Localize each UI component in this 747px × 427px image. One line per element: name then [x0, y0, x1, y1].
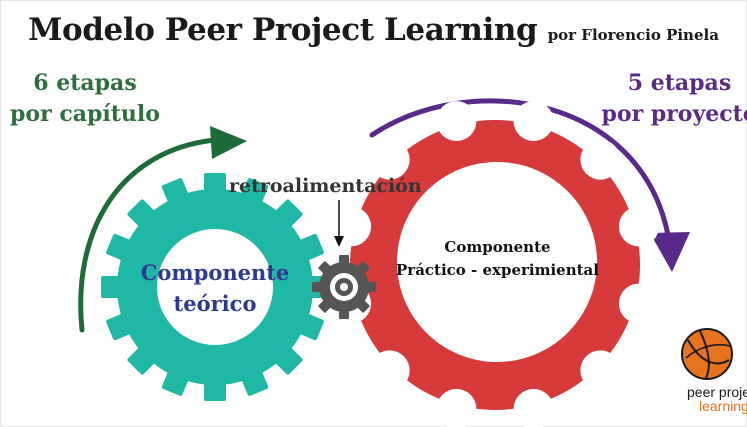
- gear-notch: [618, 283, 659, 324]
- teal-gear: [101, 173, 329, 401]
- red-gear: [331, 101, 659, 427]
- left-cycle-arrowhead: [210, 126, 247, 159]
- diagram-title: Modelo Peer Project Learning por Florenc…: [0, 12, 747, 48]
- title-byline: por Florencio Pinela: [547, 26, 719, 44]
- theoretical-line1: Componente: [140, 260, 290, 285]
- theoretical-component-label: Componente teórico: [130, 257, 300, 319]
- practical-component-label: Componente Práctico - experimiental: [380, 236, 615, 282]
- practical-line1: Componente: [444, 238, 551, 256]
- feedback-label: retroalimentación: [229, 175, 422, 197]
- gear-notch: [369, 350, 410, 391]
- logo-line2: learning: [699, 398, 747, 414]
- gear-notch: [580, 350, 621, 391]
- feedback-pointer-head: [334, 236, 344, 247]
- gear-notch: [436, 101, 477, 142]
- chapter-stages-line1: 6 etapas: [33, 70, 137, 96]
- peer-project-logo-mark: [681, 328, 733, 380]
- gear-notch: [513, 388, 554, 427]
- chapter-stages-label: 6 etapas por capítulo: [0, 68, 170, 130]
- theoretical-line2: teórico: [173, 291, 257, 316]
- gear-notch: [436, 388, 477, 427]
- practical-line2: Práctico - experimiental: [396, 261, 599, 279]
- small-gear: [312, 255, 376, 319]
- logo-line1: peer project: [687, 384, 747, 400]
- left-cycle-arrow: [78, 137, 218, 333]
- project-stages-line2: por proyecto: [601, 101, 747, 127]
- project-stages-line1: 5 etapas: [627, 70, 732, 96]
- title-main: Modelo Peer Project Learning: [28, 12, 538, 48]
- chapter-stages-line2: por capítulo: [10, 101, 160, 127]
- peer-project-logo-text: peer project learning: [687, 385, 747, 413]
- right-cycle-arrowhead: [650, 232, 690, 272]
- gear-notch: [618, 206, 659, 247]
- gear-notch: [513, 101, 554, 142]
- project-stages-label: 5 etapas por proyecto: [592, 68, 747, 130]
- gear-notch: [580, 139, 621, 180]
- gear-notch: [369, 139, 410, 180]
